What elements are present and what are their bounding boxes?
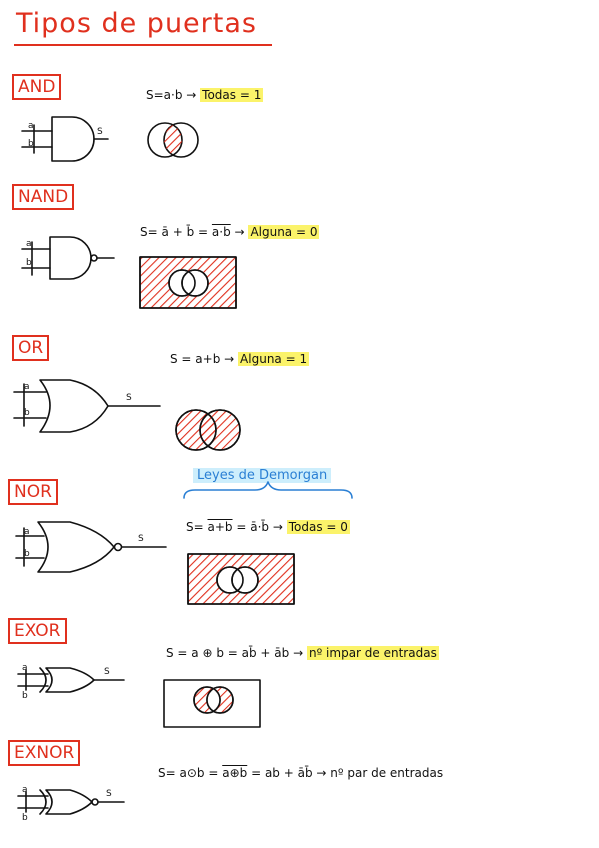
equation-nand-note: Alguna = 0 (248, 225, 320, 239)
nor-venn (187, 553, 295, 605)
equation-nand-a: ā (161, 225, 169, 239)
equation-exnor-arrow: → (316, 766, 327, 780)
equation-or-main: S = a+b (170, 352, 221, 366)
gate-label-and: AND (12, 74, 62, 100)
equation-or: S = a+b → Alguna = 1 (170, 352, 310, 366)
title-underline (14, 44, 272, 46)
equation-exnor: S= a⊙b = a⊕b = ab + āb̄ → nº par de entr… (158, 766, 443, 780)
nor-pin-b: b (24, 549, 30, 559)
equation-nor-arrow: → (272, 520, 283, 534)
exnor-pin-a: a (22, 785, 28, 795)
gate-label-nand: NAND (12, 184, 75, 210)
nand-gate-symbol (21, 236, 115, 280)
page-title: Tipos de puertas (16, 8, 257, 39)
equation-nor-over: a+b (207, 520, 233, 534)
equation-nand-b: b̄ (186, 225, 195, 239)
exor-pin-a: a (22, 663, 28, 673)
equation-and-note: Todas = 1 (200, 88, 264, 102)
exor-venn (163, 679, 261, 728)
nand-pin-a: a (26, 239, 32, 249)
gate-label-exor: EXOR (8, 618, 67, 644)
equation-and: S=a·b → Todas = 1 (146, 88, 264, 102)
and-pin-s: S (97, 127, 103, 137)
equation-and-main: S=a·b (146, 88, 183, 102)
equation-exor-note: nº impar de entradas (306, 646, 439, 660)
equation-nand-arrow: → (234, 225, 245, 239)
nor-pin-s: S (138, 534, 144, 544)
equation-nor-rest: = ā·b̄ (236, 520, 270, 534)
equation-nand: S= ā + b̄ = a·b → Alguna = 0 (140, 225, 320, 239)
equation-or-arrow: → (224, 352, 235, 366)
equation-nor-note: Todas = 0 (286, 520, 350, 534)
or-pin-a: a (24, 382, 30, 392)
gate-label-exnor: EXNOR (8, 740, 81, 766)
and-venn (147, 122, 199, 158)
exnor-pin-b: b (22, 813, 28, 823)
equation-exor-arrow: → (293, 646, 304, 660)
equation-exnor-over: a⊕b (222, 766, 248, 780)
demorgan-label: Leyes de Demorgan (193, 468, 332, 483)
and-pin-b: b (28, 139, 34, 149)
and-pin-a: a (28, 121, 34, 131)
gate-label-nor: NOR (8, 479, 58, 505)
or-pin-b: b (24, 408, 30, 418)
exnor-pin-s: S (106, 789, 112, 799)
equation-exnor-note: nº par de entradas (330, 766, 444, 780)
nand-venn (139, 256, 237, 309)
or-venn (175, 409, 241, 451)
equation-exor-main: S = a ⊕ b = ab̄ + āb (166, 646, 290, 660)
or-gate-symbol (13, 379, 161, 433)
exor-pin-s: S (104, 667, 110, 677)
nor-gate-symbol (15, 521, 167, 573)
or-pin-s: S (126, 393, 132, 403)
exor-pin-b: b (22, 691, 28, 701)
nand-pin-b: b (26, 258, 32, 268)
equation-nor-s: S= (186, 520, 204, 534)
exor-gate-symbol (17, 667, 125, 693)
exnor-gate-symbol (17, 789, 125, 815)
nor-pin-a: a (24, 527, 30, 537)
equation-exnor-s: S= a⊙b = (158, 766, 219, 780)
gate-label-or: OR (12, 335, 50, 361)
equation-nand-s: S= (140, 225, 158, 239)
equation-exnor-rest: = ab + āb̄ (251, 766, 313, 780)
equation-or-note: Alguna = 1 (238, 352, 310, 366)
equation-nand-over: a·b (211, 225, 231, 239)
equation-nor: S= a+b = ā·b̄ → Todas = 0 (186, 520, 350, 534)
equation-exor: S = a ⊕ b = ab̄ + āb → nº impar de entra… (166, 646, 439, 660)
equation-nand-eq: = (198, 225, 209, 239)
equation-nand-plus: + (172, 225, 183, 239)
demorgan-brace (183, 481, 353, 499)
and-gate-symbol (21, 116, 109, 162)
